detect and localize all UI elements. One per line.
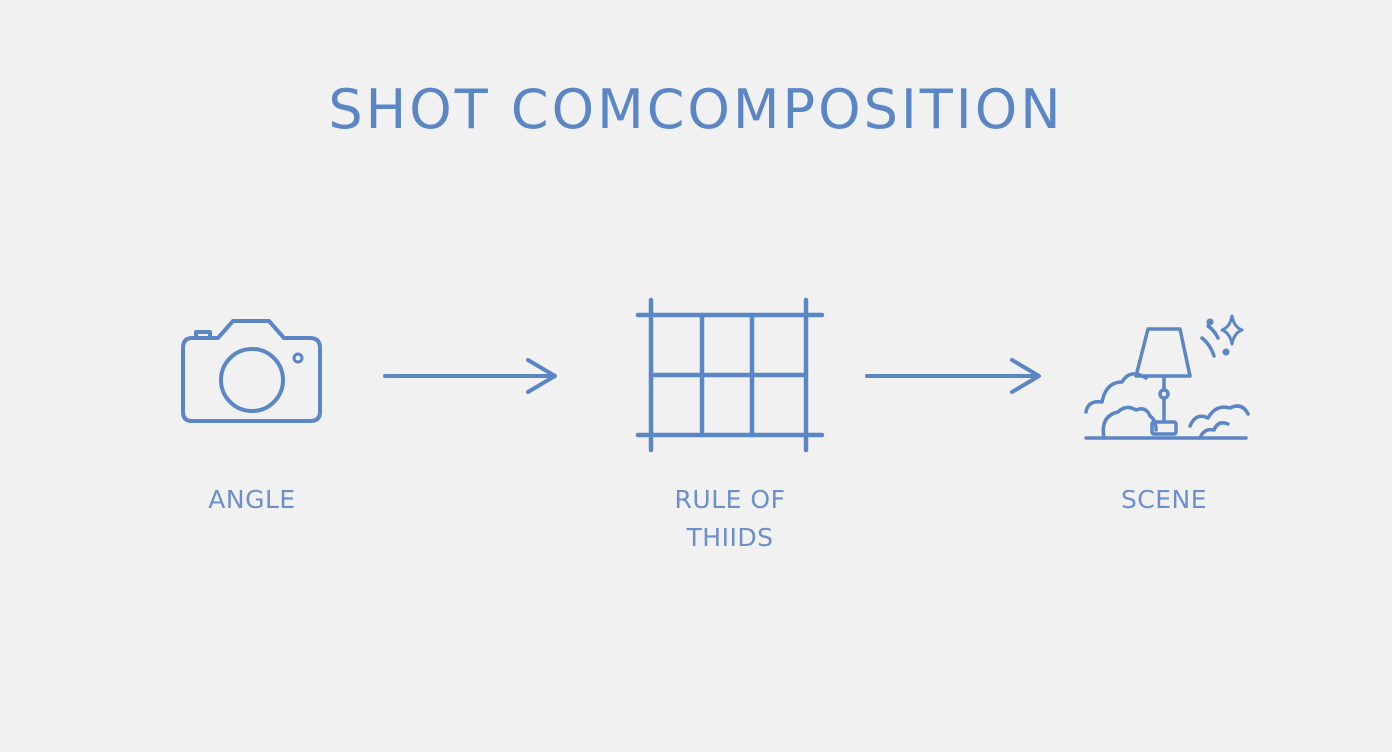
step-label-angle: ANGLE bbox=[208, 485, 296, 514]
grid-icon bbox=[634, 297, 826, 453]
step-label-scene: SCENE bbox=[1120, 485, 1208, 514]
lamp-scene-icon bbox=[1078, 312, 1254, 444]
step-label-rule-of-thirds: RULE OF THIIDS bbox=[674, 485, 786, 552]
arrow-right-icon bbox=[382, 356, 560, 396]
diagram-title: SHOT COMCOMPOSITION bbox=[328, 78, 1064, 141]
camera-icon bbox=[178, 314, 324, 426]
arrow-right-icon bbox=[864, 356, 1044, 396]
